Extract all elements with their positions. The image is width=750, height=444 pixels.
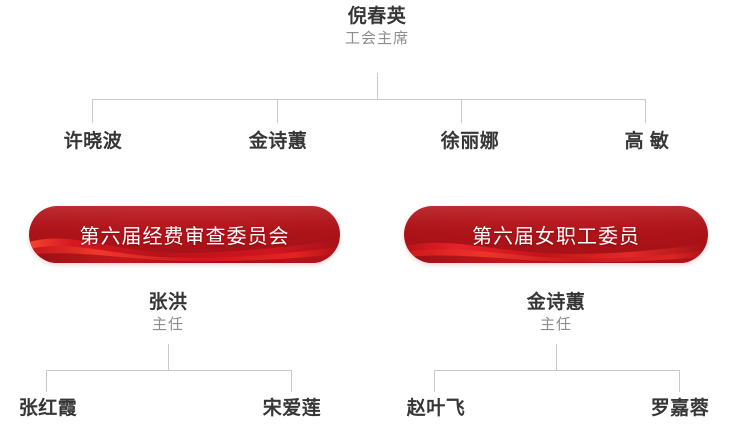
- connector-level2-drop-1: [92, 99, 93, 123]
- org-node-level2-3[interactable]: 徐丽娜: [441, 131, 500, 153]
- org-node-level2-2-name: 金诗蕙: [248, 131, 308, 152]
- org-node-committee2-member-2-name: 罗嘉蓉: [650, 398, 710, 419]
- connector-committee1-drop-2: [291, 370, 292, 392]
- connector-root-stem: [377, 73, 378, 100]
- connector-level2-drop-2: [277, 99, 278, 123]
- org-node-committee2-member-2[interactable]: 罗嘉蓉: [651, 398, 710, 420]
- org-node-committee2-member-1[interactable]: 赵叶飞: [407, 398, 466, 420]
- connector-level2-bus: [92, 99, 646, 100]
- org-node-root[interactable]: 倪春英 工会主席: [345, 6, 409, 48]
- org-node-committee1-member-2[interactable]: 宋爱莲: [263, 398, 322, 420]
- committee-banner-finance-review-label: 第六届经费审查委员会: [79, 226, 290, 248]
- org-node-level2-3-name: 徐丽娜: [440, 131, 500, 152]
- org-node-committee2-chair[interactable]: 金诗蕙 主任: [527, 292, 586, 334]
- connector-committee2-drop-1: [434, 370, 435, 392]
- org-node-root-title: 工会主席: [344, 30, 410, 48]
- connector-committee1-stem: [168, 344, 169, 370]
- org-node-root-name: 倪春英: [347, 6, 407, 27]
- committee-banner-women-workers-label: 第六届女职工委员: [472, 226, 640, 248]
- committee-banner-finance-review[interactable]: 第六届经费审查委员会: [29, 206, 340, 263]
- org-node-level2-2[interactable]: 金诗蕙: [249, 131, 308, 153]
- org-node-level2-1-name: 许晓波: [63, 131, 123, 152]
- connector-committee2-stem: [556, 344, 557, 370]
- connector-committee2-bus: [434, 370, 679, 371]
- org-node-committee2-member-1-name: 赵叶飞: [406, 398, 466, 419]
- org-node-committee1-member-1[interactable]: 张红霞: [19, 398, 78, 420]
- org-node-level2-4-name: 高 敏: [624, 131, 670, 152]
- org-node-level2-1[interactable]: 许晓波: [64, 131, 123, 153]
- org-node-committee1-chair[interactable]: 张洪 主任: [148, 292, 187, 334]
- org-node-level2-4[interactable]: 高 敏: [625, 131, 670, 153]
- connector-level2-drop-4: [645, 99, 646, 123]
- committee-banner-women-workers[interactable]: 第六届女职工委员: [404, 206, 708, 263]
- connector-committee2-drop-2: [679, 370, 680, 392]
- org-node-committee1-member-1-name: 张红霞: [18, 398, 78, 419]
- org-node-committee1-chair-name: 张洪: [148, 292, 188, 313]
- org-node-committee2-chair-name: 金诗蕙: [526, 292, 586, 313]
- connector-committee1-bus: [46, 370, 291, 371]
- connector-committee1-drop-1: [46, 370, 47, 392]
- connector-level2-drop-3: [461, 99, 462, 123]
- org-node-committee2-chair-title: 主任: [539, 316, 573, 334]
- org-node-committee1-member-2-name: 宋爱莲: [262, 398, 322, 419]
- org-node-committee1-chair-title: 主任: [151, 316, 185, 334]
